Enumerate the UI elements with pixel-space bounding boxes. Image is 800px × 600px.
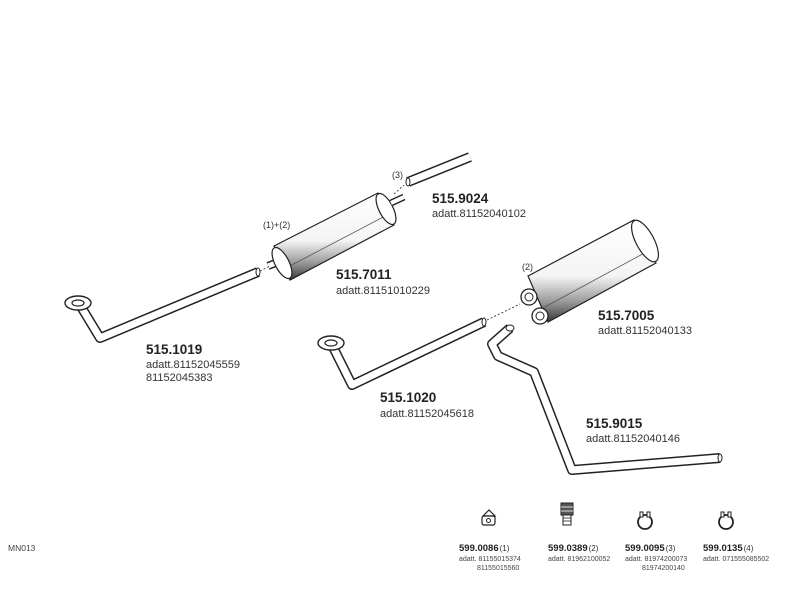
part-number-515-9024: 515.9024 bbox=[432, 191, 489, 206]
part-number-515-9015: 515.9015 bbox=[586, 416, 643, 431]
qty-note-1-2: (1)+(2) bbox=[263, 220, 290, 230]
part-adatt-515-9015: adatt.81152040146 bbox=[586, 433, 680, 445]
small-part-adatt: adatt. 81974200073 bbox=[625, 556, 687, 563]
part-number-515-7011: 515.7011 bbox=[336, 267, 392, 282]
small-part-adatt: adatt. 81962100052 bbox=[548, 556, 610, 563]
small-part-adatt-alt: 81974200140 bbox=[642, 565, 685, 572]
pipe-clamp-icon[interactable] bbox=[637, 511, 653, 530]
small-part-adatt: adatt. 81155015374 bbox=[459, 556, 521, 563]
leader-line bbox=[393, 184, 405, 195]
diagram-code: MN013 bbox=[8, 543, 36, 553]
small-part-adatt-alt: 81155015560 bbox=[477, 565, 519, 572]
part-adatt-515-1019: adatt.81152045559 bbox=[146, 359, 240, 371]
small-part-number: 599.0086(1) bbox=[459, 543, 510, 554]
pipe-515-9024[interactable] bbox=[405, 152, 472, 187]
small-part-number: 599.0135(4) bbox=[703, 543, 754, 554]
muffler-515-7011[interactable] bbox=[266, 191, 406, 282]
mounting-bolt-icon[interactable] bbox=[560, 502, 574, 526]
small-part-adatt: adatt. 071555085502 bbox=[703, 556, 769, 563]
muffler-515-7005[interactable] bbox=[520, 216, 664, 325]
leader-line bbox=[259, 265, 271, 272]
pipe-515-9015[interactable] bbox=[487, 324, 723, 475]
rubber-hanger-icon[interactable] bbox=[481, 509, 497, 526]
qty-note-3: (3) bbox=[392, 170, 403, 180]
part-adatt-515-1020: adatt.81152045618 bbox=[380, 408, 474, 420]
leader-line bbox=[486, 303, 521, 321]
part-adatt-515-7005: adatt.81152040133 bbox=[598, 325, 692, 337]
part-number-515-1020: 515.1020 bbox=[380, 390, 436, 405]
part-adatt-515-1019-alt: 81152045383 bbox=[146, 372, 212, 384]
part-number-515-7005: 515.7005 bbox=[598, 308, 655, 323]
pipe-515-1020[interactable] bbox=[317, 317, 487, 390]
pipe-clamp-icon[interactable] bbox=[718, 511, 734, 530]
small-part-number: 599.0095(3) bbox=[625, 543, 676, 554]
part-adatt-515-9024: adatt.81152040102 bbox=[432, 208, 526, 220]
small-part-number: 599.0389(2) bbox=[548, 543, 599, 554]
qty-note-2: (2) bbox=[522, 262, 533, 272]
part-number-515-1019: 515.1019 bbox=[146, 342, 202, 357]
pipe-515-1019[interactable] bbox=[64, 267, 261, 343]
part-adatt-515-7011: adatt.81151010229 bbox=[336, 285, 430, 297]
